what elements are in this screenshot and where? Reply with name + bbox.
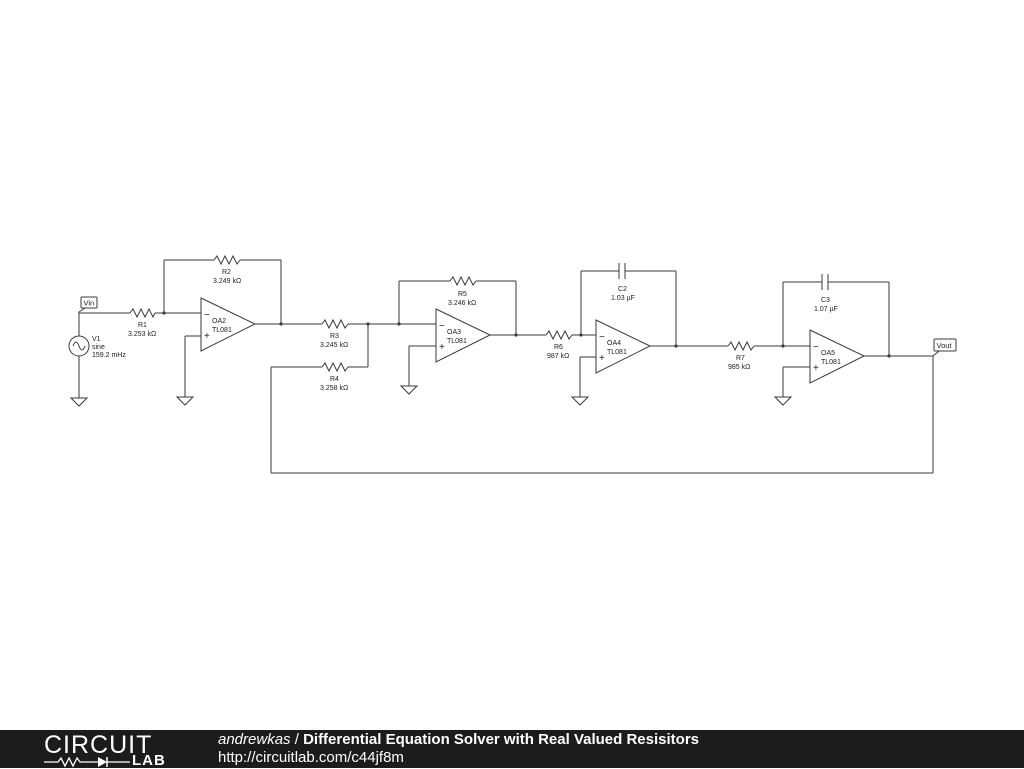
ground-symbol xyxy=(399,385,419,395)
v1-value: 159.2 mHz xyxy=(92,352,126,359)
circuit-title[interactable]: Differential Equation Solver with Real V… xyxy=(303,731,699,748)
r1-value: 3.253 kΩ xyxy=(128,331,156,338)
svg-text:+: + xyxy=(599,353,605,364)
v1-type: sine xyxy=(92,344,105,351)
logo-wordmark-top: CIRCUIT xyxy=(44,731,153,759)
circuit-schematic: V1 sine 159.2 mHz Vin R1 3.253 kΩ R2 3.2… xyxy=(68,254,957,474)
title-separator: / xyxy=(290,731,304,748)
svg-text:−: − xyxy=(813,342,819,353)
resistor-r1[interactable]: R1 3.253 kΩ xyxy=(128,307,156,338)
author-name[interactable]: andrewkas xyxy=(218,731,291,748)
r4-ref: R4 xyxy=(330,376,339,383)
r2-ref: R2 xyxy=(222,269,231,276)
oa5-ref: OA5 xyxy=(821,350,835,357)
circuitlab-logo[interactable]: CIRCUIT LAB xyxy=(44,732,179,768)
r6-value: 987 kΩ xyxy=(547,353,569,360)
resistor-r7[interactable]: R7 985 kΩ xyxy=(727,340,755,371)
r6-ref: R6 xyxy=(554,344,563,351)
svg-text:Vin: Vin xyxy=(84,299,95,308)
circuit-url[interactable]: http://circuitlab.com/c44jf8m xyxy=(218,749,404,766)
resistor-r6[interactable]: R6 987 kΩ xyxy=(545,329,573,360)
r5-value: 3.246 kΩ xyxy=(448,300,476,307)
opamp-oa4[interactable]: − + OA4 TL081 xyxy=(595,319,652,374)
r3-ref: R3 xyxy=(330,333,339,340)
capacitor-c3[interactable]: C3 1.07 µF xyxy=(814,274,838,313)
resistor-r3[interactable]: R3 3.245 kΩ xyxy=(320,318,349,349)
r7-value: 985 kΩ xyxy=(728,364,750,371)
ground-symbol xyxy=(175,396,195,406)
r3-value: 3.245 kΩ xyxy=(320,342,348,349)
opamp-oa2[interactable]: − + OA2 TL081 xyxy=(200,297,257,352)
c3-ref: C3 xyxy=(821,297,830,304)
logo-wordmark-bottom: LAB xyxy=(132,752,166,769)
oa5-model: TL081 xyxy=(821,359,841,366)
oa4-ref: OA4 xyxy=(607,340,621,347)
oa2-ref: OA2 xyxy=(212,318,226,325)
r4-value: 3.258 kΩ xyxy=(320,385,348,392)
svg-text:−: − xyxy=(204,310,210,321)
r7-ref: R7 xyxy=(736,355,745,362)
c2-ref: C2 xyxy=(618,286,627,293)
resistor-r5[interactable]: R5 3.246 kΩ xyxy=(448,275,477,307)
svg-text:+: + xyxy=(204,331,210,342)
c3-value: 1.07 µF xyxy=(814,306,838,313)
v1-ref: V1 xyxy=(92,336,101,343)
svg-text:+: + xyxy=(439,342,445,353)
oa2-model: TL081 xyxy=(212,327,232,334)
capacitor-c2[interactable]: C2 1.03 µF xyxy=(611,263,635,302)
r2-value: 3.249 kΩ xyxy=(213,278,241,285)
oa4-model: TL081 xyxy=(607,349,627,356)
oa3-model: TL081 xyxy=(447,338,467,345)
vin-port-label[interactable]: Vin xyxy=(78,296,98,313)
footer-bar: CIRCUIT LAB andrewkas / Differential Equ… xyxy=(0,730,1024,768)
r5-ref: R5 xyxy=(458,291,467,298)
ground-symbol xyxy=(69,397,89,407)
r1-ref: R1 xyxy=(138,322,147,329)
svg-text:−: − xyxy=(599,332,605,343)
circuit-title-line: andrewkas / Differential Equation Solver… xyxy=(218,731,699,749)
resistor-r4[interactable]: R4 3.258 kΩ xyxy=(320,361,349,392)
voltage-source-v1[interactable]: V1 sine 159.2 mHz xyxy=(68,312,126,398)
c2-value: 1.03 µF xyxy=(611,295,635,302)
ground-symbol xyxy=(570,396,590,406)
svg-text:−: − xyxy=(439,321,445,332)
oa3-ref: OA3 xyxy=(447,329,461,336)
svg-text:Vout: Vout xyxy=(937,341,953,350)
vout-port-label[interactable]: Vout xyxy=(932,338,957,357)
ground-symbol xyxy=(773,396,793,406)
resistor-diode-icon xyxy=(44,756,130,768)
opamp-oa5[interactable]: − + OA5 TL081 xyxy=(809,329,866,384)
resistor-r2[interactable]: R2 3.249 kΩ xyxy=(213,254,241,285)
svg-text:+: + xyxy=(813,363,819,374)
opamp-oa3[interactable]: − + OA3 TL081 xyxy=(435,308,492,363)
